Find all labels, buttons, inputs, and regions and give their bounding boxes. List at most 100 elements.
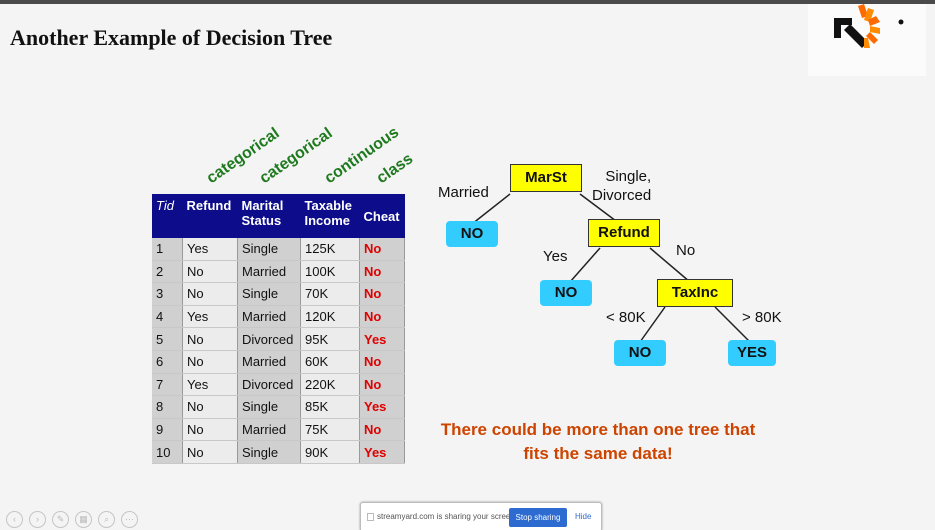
logo — [808, 4, 926, 76]
cell-marital-status: Married — [237, 350, 301, 374]
cell-taxable-income: 90K — [300, 440, 360, 464]
slide-title: Another Example of Decision Tree — [10, 25, 333, 50]
cell-cheat: Yes — [359, 395, 405, 419]
cell-marital-status: Married — [237, 418, 301, 442]
table-header-row: Tid Refund Marital Status Taxable Income… — [152, 194, 405, 238]
zoom-icon[interactable]: ⌕ — [98, 511, 115, 528]
cell-taxable-income: 125K — [300, 238, 360, 261]
edge-label-single-divorced: Single, Divorced — [592, 168, 652, 204]
edge-label-refund-yes: Yes — [543, 248, 568, 265]
pen-icon[interactable]: ✎ — [52, 511, 69, 528]
cell-marital-status: Single — [237, 282, 301, 306]
edge-taxinc-yes — [714, 306, 751, 343]
header-cheat: Cheat — [359, 194, 405, 238]
cell-tid: 9 — [152, 418, 183, 442]
edge-taxinc-no — [639, 306, 666, 343]
edge-marst-no — [471, 193, 511, 225]
cell-marital-status: Single — [237, 238, 301, 261]
cell-cheat: No — [359, 418, 405, 442]
cell-cheat: Yes — [359, 327, 405, 351]
cell-cheat: No — [359, 305, 405, 329]
cell-taxable-income: 75K — [300, 418, 360, 442]
header-marital-status: Marital Status — [237, 194, 301, 238]
header-marital-status-label: Marital Status — [241, 198, 284, 228]
screen-share-bar: streamyard.com is sharing your screen. S… — [360, 502, 602, 530]
cell-marital-status: Divorced — [237, 327, 301, 351]
cell-marital-status: Single — [237, 395, 301, 419]
more-options-icon[interactable]: ⋯ — [121, 511, 138, 528]
cell-taxable-income: 95K — [300, 327, 360, 351]
cell-refund: Yes — [182, 373, 238, 397]
cell-marital-status: Married — [237, 305, 301, 329]
tree-node-refund: Refund — [588, 219, 660, 247]
edge-label-greater-80k: > 80K — [742, 309, 782, 326]
header-taxable-income: Taxable Income — [300, 194, 360, 238]
cell-tid: 5 — [152, 327, 183, 351]
cell-tid: 3 — [152, 282, 183, 306]
cell-cheat: No — [359, 282, 405, 306]
cell-refund: No — [182, 327, 238, 351]
cell-refund: Yes — [182, 305, 238, 329]
cell-taxable-income: 70K — [300, 282, 360, 306]
cell-cheat: No — [359, 373, 405, 397]
slide: Another Example of Decision Tree categor… — [0, 4, 935, 530]
tree-leaf-refund-yes: NO — [540, 280, 592, 306]
cell-tid: 2 — [152, 260, 183, 284]
header-refund: Refund — [182, 194, 238, 238]
tree-leaf-taxinc-low: NO — [614, 340, 666, 366]
cell-cheat: No — [359, 260, 405, 284]
cell-cheat: No — [359, 238, 405, 261]
cell-refund: No — [182, 440, 238, 464]
cell-marital-status: Divorced — [237, 373, 301, 397]
edge-label-married: Married — [438, 184, 489, 201]
cell-cheat: No — [359, 350, 405, 374]
cell-refund: No — [182, 260, 238, 284]
cell-taxable-income: 60K — [300, 350, 360, 374]
training-data-table: Tid Refund Marital Status Taxable Income… — [152, 194, 405, 464]
tree-node-marst: MarSt — [510, 164, 582, 192]
cell-taxable-income: 100K — [300, 260, 360, 284]
drag-handle-icon[interactable] — [367, 513, 374, 521]
cell-marital-status: Single — [237, 440, 301, 464]
header-tid: Tid — [152, 194, 183, 238]
next-slide-icon[interactable]: › — [29, 511, 46, 528]
note-line-2: fits the same data! — [523, 444, 673, 463]
previous-slide-icon[interactable]: ‹ — [6, 511, 23, 528]
cell-tid: 6 — [152, 350, 183, 374]
edge-refund-taxinc — [649, 247, 691, 283]
tree-leaf-taxinc-high: YES — [728, 340, 776, 366]
tree-edges — [471, 193, 751, 343]
note-text: There could be more than one tree that f… — [408, 418, 788, 466]
edge-label-less-80k: < 80K — [606, 309, 646, 326]
cell-tid: 1 — [152, 238, 183, 261]
cell-tid: 8 — [152, 395, 183, 419]
share-message: streamyard.com is sharing your screen. — [377, 512, 518, 521]
cell-tid: 7 — [152, 373, 183, 397]
cell-tid: 10 — [152, 440, 183, 464]
slides-grid-icon[interactable]: ▦ — [75, 511, 92, 528]
hide-button[interactable]: Hide — [575, 512, 592, 521]
stop-sharing-button[interactable]: Stop sharing — [509, 508, 567, 527]
cell-refund: No — [182, 395, 238, 419]
cell-marital-status: Married — [237, 260, 301, 284]
cell-taxable-income: 220K — [300, 373, 360, 397]
edge-label-refund-no: No — [676, 242, 696, 259]
tree-leaf-marst-married: NO — [446, 221, 498, 247]
note-line-1: There could be more than one tree that — [440, 420, 756, 439]
cell-taxable-income: 85K — [300, 395, 360, 419]
cell-refund: No — [182, 350, 238, 374]
header-taxable-income-label: Taxable Income — [304, 198, 352, 228]
cell-cheat: Yes — [359, 440, 405, 464]
logo-icon — [834, 4, 904, 48]
